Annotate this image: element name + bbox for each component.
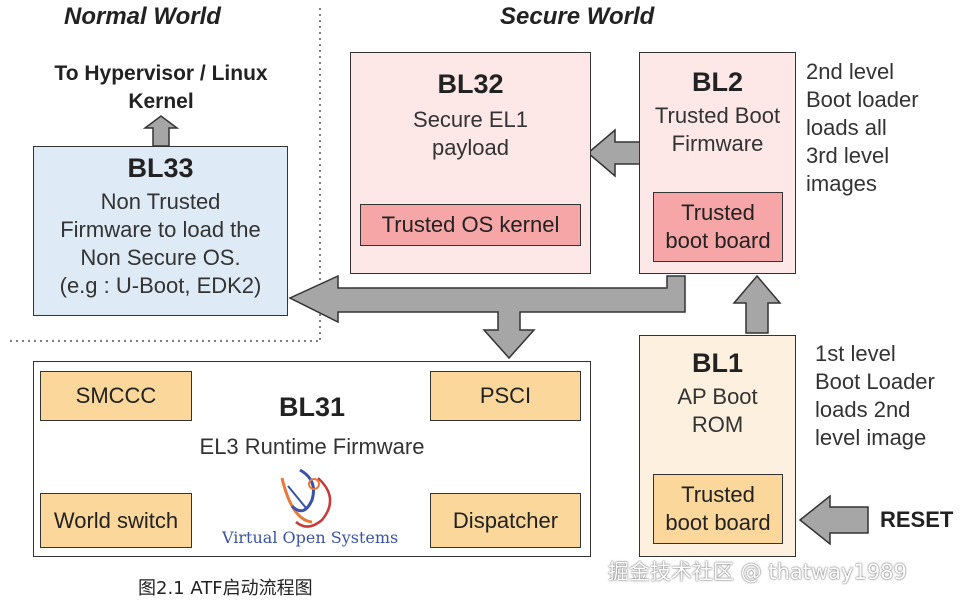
bl1-inner-line2: boot board [665, 510, 771, 535]
bl1-description: 1st level Boot Loader loads 2nd level im… [815, 340, 935, 452]
bl1-desc-3: loads 2nd [815, 397, 911, 422]
bl33-line4: (e.g : U-Boot, EDK2) [59, 273, 262, 298]
bl2-desc-4: 3rd level [806, 143, 890, 168]
arrow-bl1-to-bl2 [732, 274, 782, 334]
to-kernel-line2: Kernel [128, 90, 194, 113]
arrow-bl2-to-bl32 [586, 128, 641, 178]
bl1-desc-2: Boot Loader [815, 369, 935, 394]
arrow-bl33-to-kernel [142, 115, 180, 147]
bl1-line1: AP Boot [677, 384, 758, 409]
bl2-inner-line1: Trusted [681, 200, 755, 225]
bl1-line2: ROM [691, 412, 744, 437]
watermark: 掘金技术社区 @ thatway1989 [608, 560, 907, 584]
bl2-desc-3: loads all [806, 115, 887, 140]
bl2-inner-line2: boot board [665, 228, 771, 253]
bl1-desc-1: 1st level [815, 341, 896, 366]
figure-caption: 图2.1 ATF启动流程图 [138, 578, 313, 599]
bl33-line3: Non Secure OS. [80, 245, 241, 270]
bl2-desc-2: Boot loader [806, 87, 919, 112]
bl1-title: BL1 [691, 348, 743, 378]
bl33-line2: Firmware to load the [60, 217, 261, 242]
arrow-bl2-to-bl33-bl31 [288, 274, 686, 360]
psci-box: PSCI [430, 371, 581, 421]
to-kernel-label: To Hypervisor / Linux Kernel [20, 60, 302, 116]
bl32-line1: Secure EL1 [413, 107, 528, 132]
bl2-line1: Trusted Boot [654, 103, 781, 128]
bl32-line2: payload [431, 135, 510, 160]
arrow-reset [798, 494, 869, 546]
bl2-description: 2nd level Boot loader loads all 3rd leve… [806, 58, 919, 198]
bl33-title: BL33 [127, 153, 194, 183]
bl1-inner-line1: Trusted [681, 482, 755, 507]
reset-label: RESET [880, 507, 954, 532]
bl31-title: BL31 [278, 392, 346, 422]
bl1-trusted-boot-board: Trusted boot board [653, 474, 783, 544]
bl2-desc-1: 2nd level [806, 59, 895, 84]
dispatcher-box: Dispatcher [430, 493, 581, 548]
bl31-subtitle: EL3 Runtime Firmware [199, 434, 425, 459]
bl2-trusted-boot-board: Trusted boot board [653, 192, 783, 262]
secure-world-header: Secure World [500, 3, 655, 30]
bl33-line1: Non Trusted [100, 189, 221, 214]
vos-logo-text: Virtual Open Systems [222, 528, 399, 547]
normal-world-header: Normal World [64, 3, 221, 30]
bl33-box: BL33 Non Trusted Firmware to load the No… [33, 146, 288, 316]
bl2-line2: Firmware [671, 131, 764, 156]
smccc-box: SMCCC [40, 371, 192, 421]
bl2-desc-5: images [806, 171, 877, 196]
world-switch-box: World switch [40, 493, 192, 548]
bl32-title: BL32 [437, 69, 504, 99]
to-kernel-line1: To Hypervisor / Linux [54, 62, 268, 85]
bl1-desc-4: level image [815, 425, 927, 450]
bl2-title: BL2 [691, 67, 743, 97]
trusted-os-kernel-box: Trusted OS kernel [360, 204, 581, 246]
